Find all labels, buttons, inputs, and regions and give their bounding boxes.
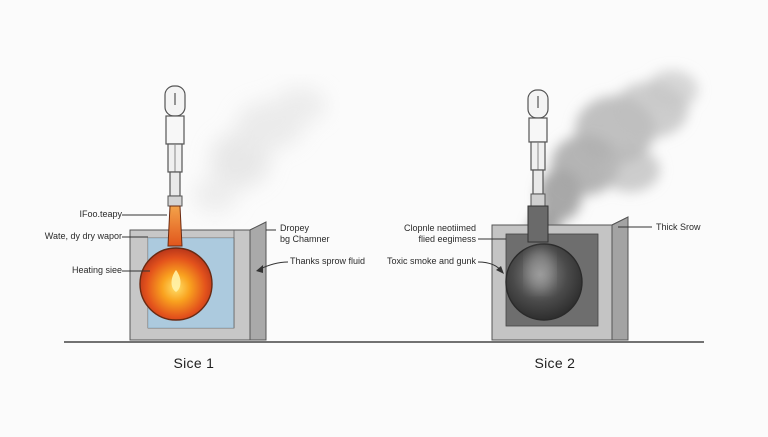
label-thick-smoke: Thick Srow — [656, 222, 701, 232]
right-smoke — [529, 70, 698, 248]
label-top-tube: IFoo.teapy — [79, 209, 122, 219]
label-fluid: Thanks sprow fluid — [290, 256, 366, 266]
label-residue-line1: Clopnle neotiimed — [403, 223, 476, 233]
label-chamber-line2: bg Chamner — [280, 234, 330, 244]
left-heated-bulb — [139, 205, 213, 321]
label-chamber-line1: Dropey — [280, 223, 310, 233]
left-leaders — [122, 214, 289, 273]
label-residue-line2: flied eegimess — [418, 234, 476, 244]
left-probe — [164, 85, 186, 207]
left-vapor — [193, 87, 326, 213]
right-leaders — [477, 226, 652, 274]
caption-left: Sice 1 — [173, 355, 215, 371]
caption-right: Sice 2 — [534, 355, 576, 371]
label-toxic-smoke: Toxic smoke and gunk — [386, 256, 476, 266]
label-heating-site: Heating siee — [71, 265, 122, 275]
label-water-vapor: Wate, dy dry wapor — [44, 231, 122, 241]
right-probe — [527, 89, 549, 207]
right-dark-bulb — [505, 205, 583, 321]
